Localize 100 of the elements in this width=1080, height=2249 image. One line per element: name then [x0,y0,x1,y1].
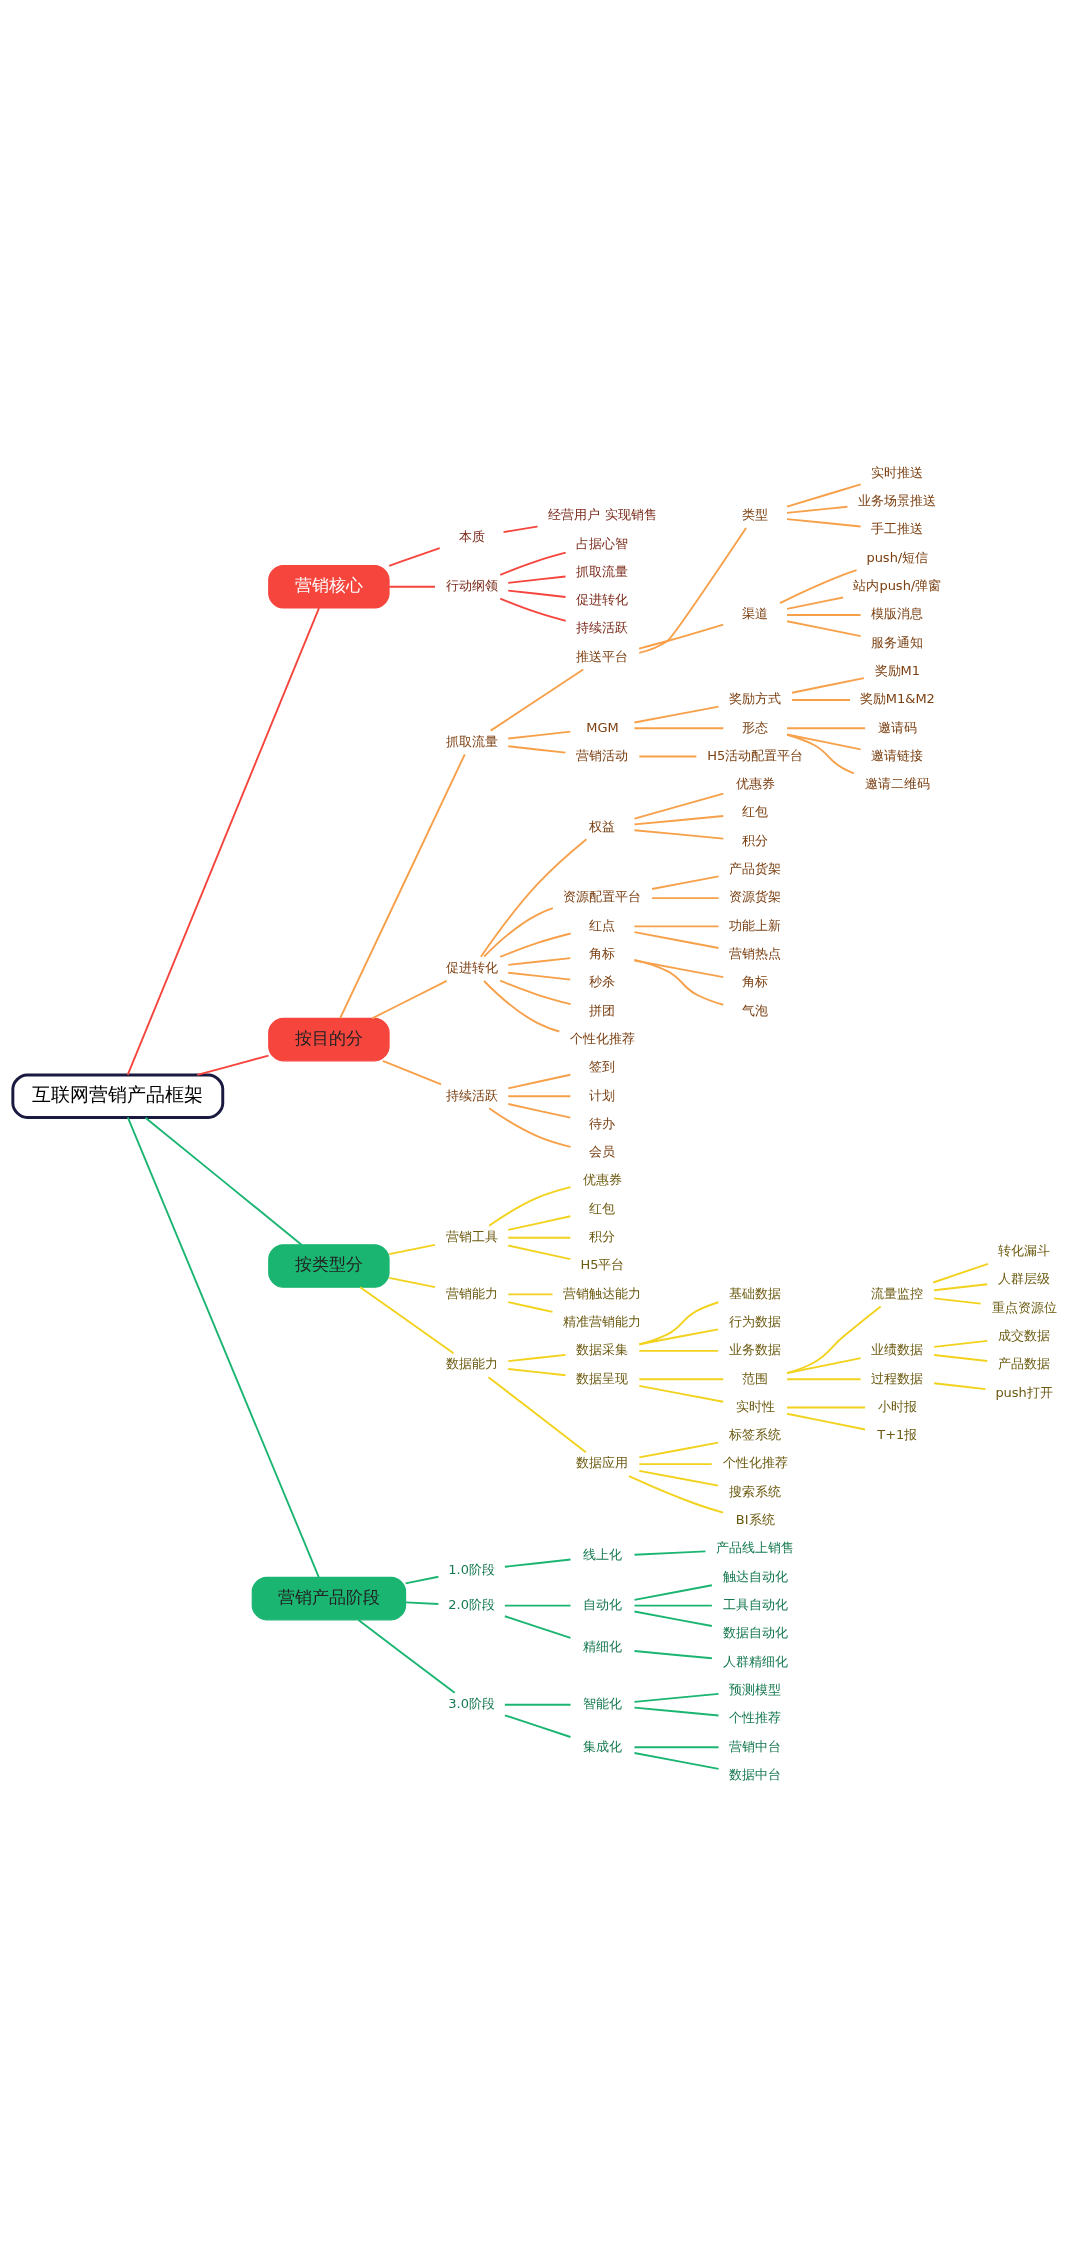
node-text: 资源货架 [729,889,782,905]
node-text: 智能化 [583,1696,622,1712]
node-text: 模版消息 [871,606,924,622]
node-text: 角标 [742,974,769,990]
node-text: 实时性 [735,1398,775,1414]
node-text: 持续活跃 [445,1087,498,1103]
node-text: 集成化 [583,1738,622,1754]
connector [196,1054,270,1076]
node-text: 工具自动化 [722,1596,788,1612]
node-text: 推送平台 [576,648,629,664]
node-text: 优惠券 [583,1172,622,1188]
connector [633,1650,713,1660]
connector [786,1378,862,1381]
connector [786,733,855,775]
connector [933,1354,989,1362]
node-text: 红点 [589,917,616,933]
connector [499,551,567,576]
connector [503,1714,572,1738]
node-text: 经营用户 实现销售 [548,507,657,523]
node-text: 营销活动 [576,747,629,763]
connector [357,1619,456,1694]
connector [483,980,561,1033]
node-text: 线上化 [583,1547,622,1563]
connector [404,1601,440,1605]
connector [786,596,844,610]
node-text: 转化漏斗 [998,1243,1051,1259]
node-text: MGM [586,719,619,735]
connector [633,1692,720,1703]
connector [638,1328,720,1346]
node-text: 1.0阶段 [448,1561,495,1577]
node-text: 数据采集 [576,1342,629,1358]
node-text: 数据应用 [576,1455,629,1471]
node-text: 奖励方式 [729,691,782,707]
connector [786,620,862,638]
node-text: 业绩数据 [871,1342,924,1358]
node-text: 抓取流量 [445,733,498,749]
connector [503,1703,572,1706]
node-text: 计划 [589,1087,616,1103]
connector [633,705,720,724]
connector [638,1463,713,1466]
connector [633,1584,713,1601]
connector [933,1382,987,1391]
node-text: 气泡 [742,1002,769,1018]
connector [791,699,851,701]
connector [651,875,720,890]
node-text: 签到 [589,1059,616,1075]
node-text: 权益 [589,818,616,834]
connector [507,1073,572,1090]
connector [786,1412,867,1431]
node-text: 个性化推荐 [722,1455,788,1471]
node-text: 搜索系统 [729,1483,782,1499]
connector [503,1604,572,1607]
node-text: 数据自动化 [722,1625,788,1641]
node-text: 数据呈现 [576,1370,629,1386]
connector [932,1262,989,1284]
node-text: 个性化推荐 [570,1030,635,1046]
node-text: 邀请码 [877,719,917,735]
connector [651,897,720,899]
connector [507,1244,572,1261]
node-text: 产品线上销售 [716,1540,795,1556]
node-text: 功能上新 [729,917,782,933]
connector [638,1441,720,1459]
node-text: 实时推送 [871,464,924,480]
node-text: BI系统 [735,1512,775,1528]
connector [933,1339,989,1348]
connector [633,1746,720,1749]
connector [499,597,567,622]
connector [633,815,725,826]
connector [359,1286,455,1355]
connector [503,1615,572,1639]
node-text: T+1报 [877,1427,918,1443]
connector [503,1558,572,1568]
connector [933,1283,989,1292]
node-box: 按目的分 [268,1017,390,1062]
connector [488,1186,572,1227]
connector [786,614,862,616]
connector [633,1610,713,1627]
node-text: 标签系统 [729,1427,782,1443]
node-text: 营销触达能力 [563,1285,642,1301]
node-text: H5平台 [580,1257,625,1273]
connector [638,1350,720,1352]
connector [786,1357,862,1374]
node-text: 邀请二维码 [864,776,930,792]
node-text: 流量监控 [871,1285,924,1301]
connector [638,1385,725,1403]
node-text: 基础数据 [729,1285,782,1301]
node-text: 类型 [742,507,769,523]
node-text: H5活动配置平台 [707,747,804,763]
connector [933,1297,982,1305]
node-text: 业务场景推送 [858,493,937,509]
node-text: 人群层级 [998,1271,1051,1287]
node-text: 人群精细化 [722,1653,788,1669]
node-text: 行为数据 [729,1313,782,1329]
node-text: 拼团 [589,1002,616,1018]
connector [507,1103,572,1119]
node-text: 数据能力 [445,1356,498,1372]
node-text: 抓取流量 [576,563,629,579]
connector [388,585,436,588]
node-text: 角标 [589,945,616,961]
connector [633,1604,713,1607]
